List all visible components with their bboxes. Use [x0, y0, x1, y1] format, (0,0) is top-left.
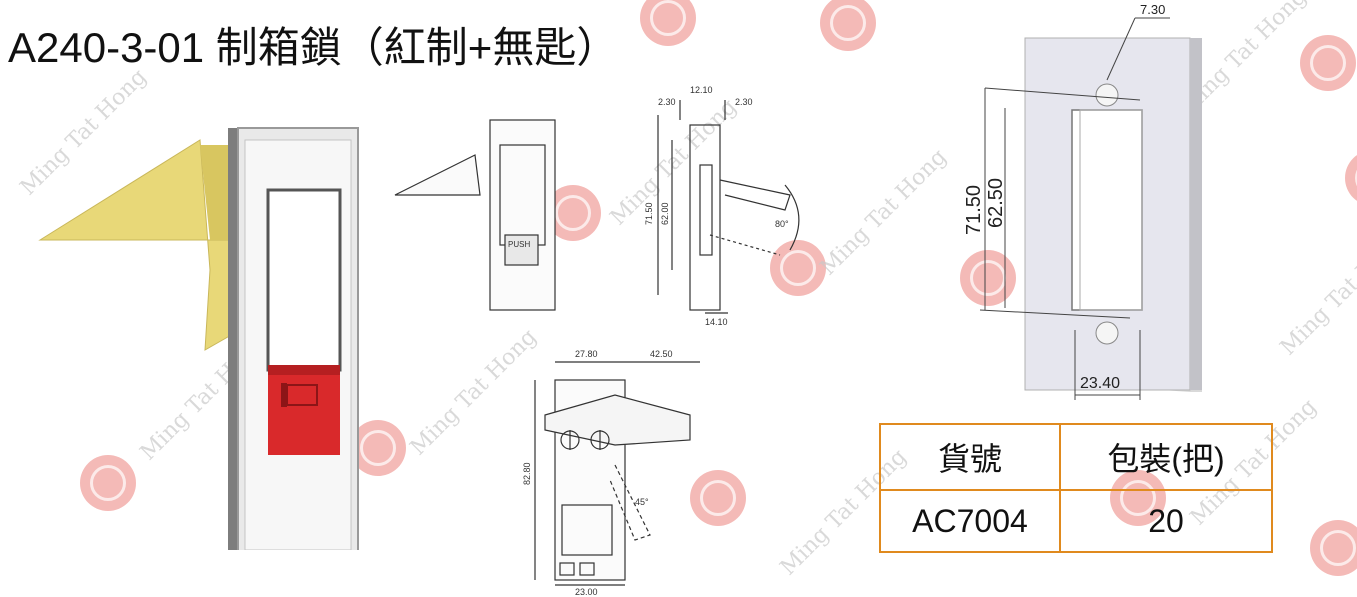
watermark-text: Ming Tat Hong	[1275, 224, 1357, 361]
technical-drawing: 2.30 12.10 2.30 71.50 62.00 80° 14.10 PU…	[394, 85, 800, 597]
dim-top-mid: 12.10	[690, 85, 713, 95]
spec-table: 貨號 包裝(把) AC7004 20	[879, 423, 1273, 553]
plate-dim-inner-height: 62.50	[985, 178, 1007, 228]
mth-logo-watermark	[1345, 150, 1357, 206]
table-row: AC7004 20	[879, 489, 1273, 553]
plate-dim-width: 23.40	[1080, 375, 1120, 392]
dim-front-height: 82.80	[522, 462, 532, 485]
plate-dim-hole: 7.30	[1140, 2, 1165, 17]
dim-front-left: 27.80	[575, 349, 598, 359]
table-header-row: 貨號 包裝(把)	[879, 423, 1273, 491]
mth-logo-watermark	[1310, 520, 1357, 576]
table-cell-item-no: AC7004	[879, 489, 1061, 553]
dim-top-left: 2.30	[658, 97, 676, 107]
dim-bottom-depth: 14.10	[705, 317, 728, 327]
push-label: PUSH	[508, 240, 530, 249]
dim-top-right: 2.30	[735, 97, 753, 107]
plate-dim-outer-height: 71.50	[963, 185, 985, 235]
mth-logo-watermark	[820, 0, 876, 51]
mth-logo-watermark	[640, 0, 696, 46]
page-title: A240-3-01 制箱鎖（紅制+無匙）	[8, 24, 619, 71]
table-header-item-no: 貨號	[879, 423, 1061, 491]
dim-front-right: 42.50	[650, 349, 673, 359]
dim-angle-lower: 45°	[635, 497, 649, 507]
watermark-text: Ming Tat Hong	[815, 144, 952, 281]
dim-angle-upper: 80°	[775, 219, 789, 229]
dim-height-outer: 71.50	[644, 202, 654, 225]
mounting-plate-drawing: 7.30 71.50 62.50 23.40	[963, 2, 1202, 400]
dim-height-inner: 62.00	[660, 202, 670, 225]
dim-front-bottom: 23.00	[575, 587, 598, 597]
product-photo	[38, 127, 359, 550]
table-header-packing: 包裝(把)	[1059, 423, 1273, 491]
table-cell-packing: 20	[1059, 489, 1273, 553]
mth-logo-watermark	[1300, 35, 1356, 91]
